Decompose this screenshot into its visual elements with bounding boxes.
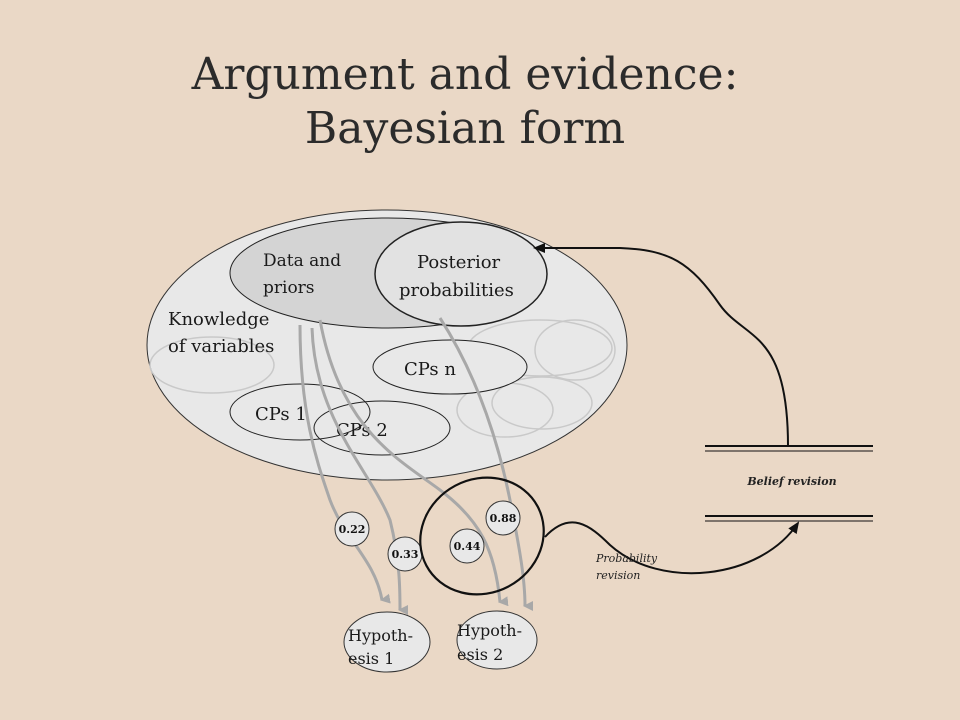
cps-1-label: CPs 1 [255,404,307,425]
hypothesis-2-ellipse [456,610,538,670]
prob-value-2: 0.33 [392,548,419,561]
cps-n-label: CPs n [404,359,456,380]
prob-value-4: 0.88 [490,512,517,525]
probability-revision-label-1: Probability [595,552,658,565]
title-line-2: Bayesian form [304,103,626,154]
prob-circle-3: 0.44 [449,528,485,564]
probability-revision-label-2: revision [596,569,640,582]
prob-value-3: 0.44 [454,540,481,553]
data-priors-label-2: priors [263,278,315,298]
cps-2-ellipse [313,400,451,456]
knowledge-label-2: of variables [168,336,274,357]
posterior-ellipse [374,221,548,327]
belief-revision-label: Belief revision [746,475,836,488]
hypothesis-1-label-1: Hypoth- [348,626,413,645]
slide-title: Argument and evidence: Bayesian form [0,48,930,156]
prob-circle-2: 0.33 [387,536,423,572]
data-priors-label-1: Data and [263,251,341,271]
probability-revision-arrow [544,521,800,575]
cps-1-ellipse [229,383,371,441]
probability-group-ellipse [419,476,545,596]
hypothesis-1-label-2: esis 1 [348,649,394,668]
posterior-label-1: Posterior [417,252,501,273]
hypothesis-1-ellipse [343,611,431,673]
hypothesis-2-label-1: Hypoth- [457,621,522,640]
cps-n-ellipse [372,339,528,395]
title-line-1: Argument and evidence: [191,49,739,100]
hypothesis-2-label-2: esis 2 [457,645,503,664]
knowledge-label-1: Knowledge [168,309,269,330]
prob-circle-4: 0.88 [485,500,521,536]
posterior-label-2: probabilities [399,280,514,301]
prob-value-1: 0.22 [339,523,366,536]
prob-circle-1: 0.22 [334,511,370,547]
belief-revision-arrow [533,243,789,447]
belief-revision-box: Belief revision [705,445,873,522]
